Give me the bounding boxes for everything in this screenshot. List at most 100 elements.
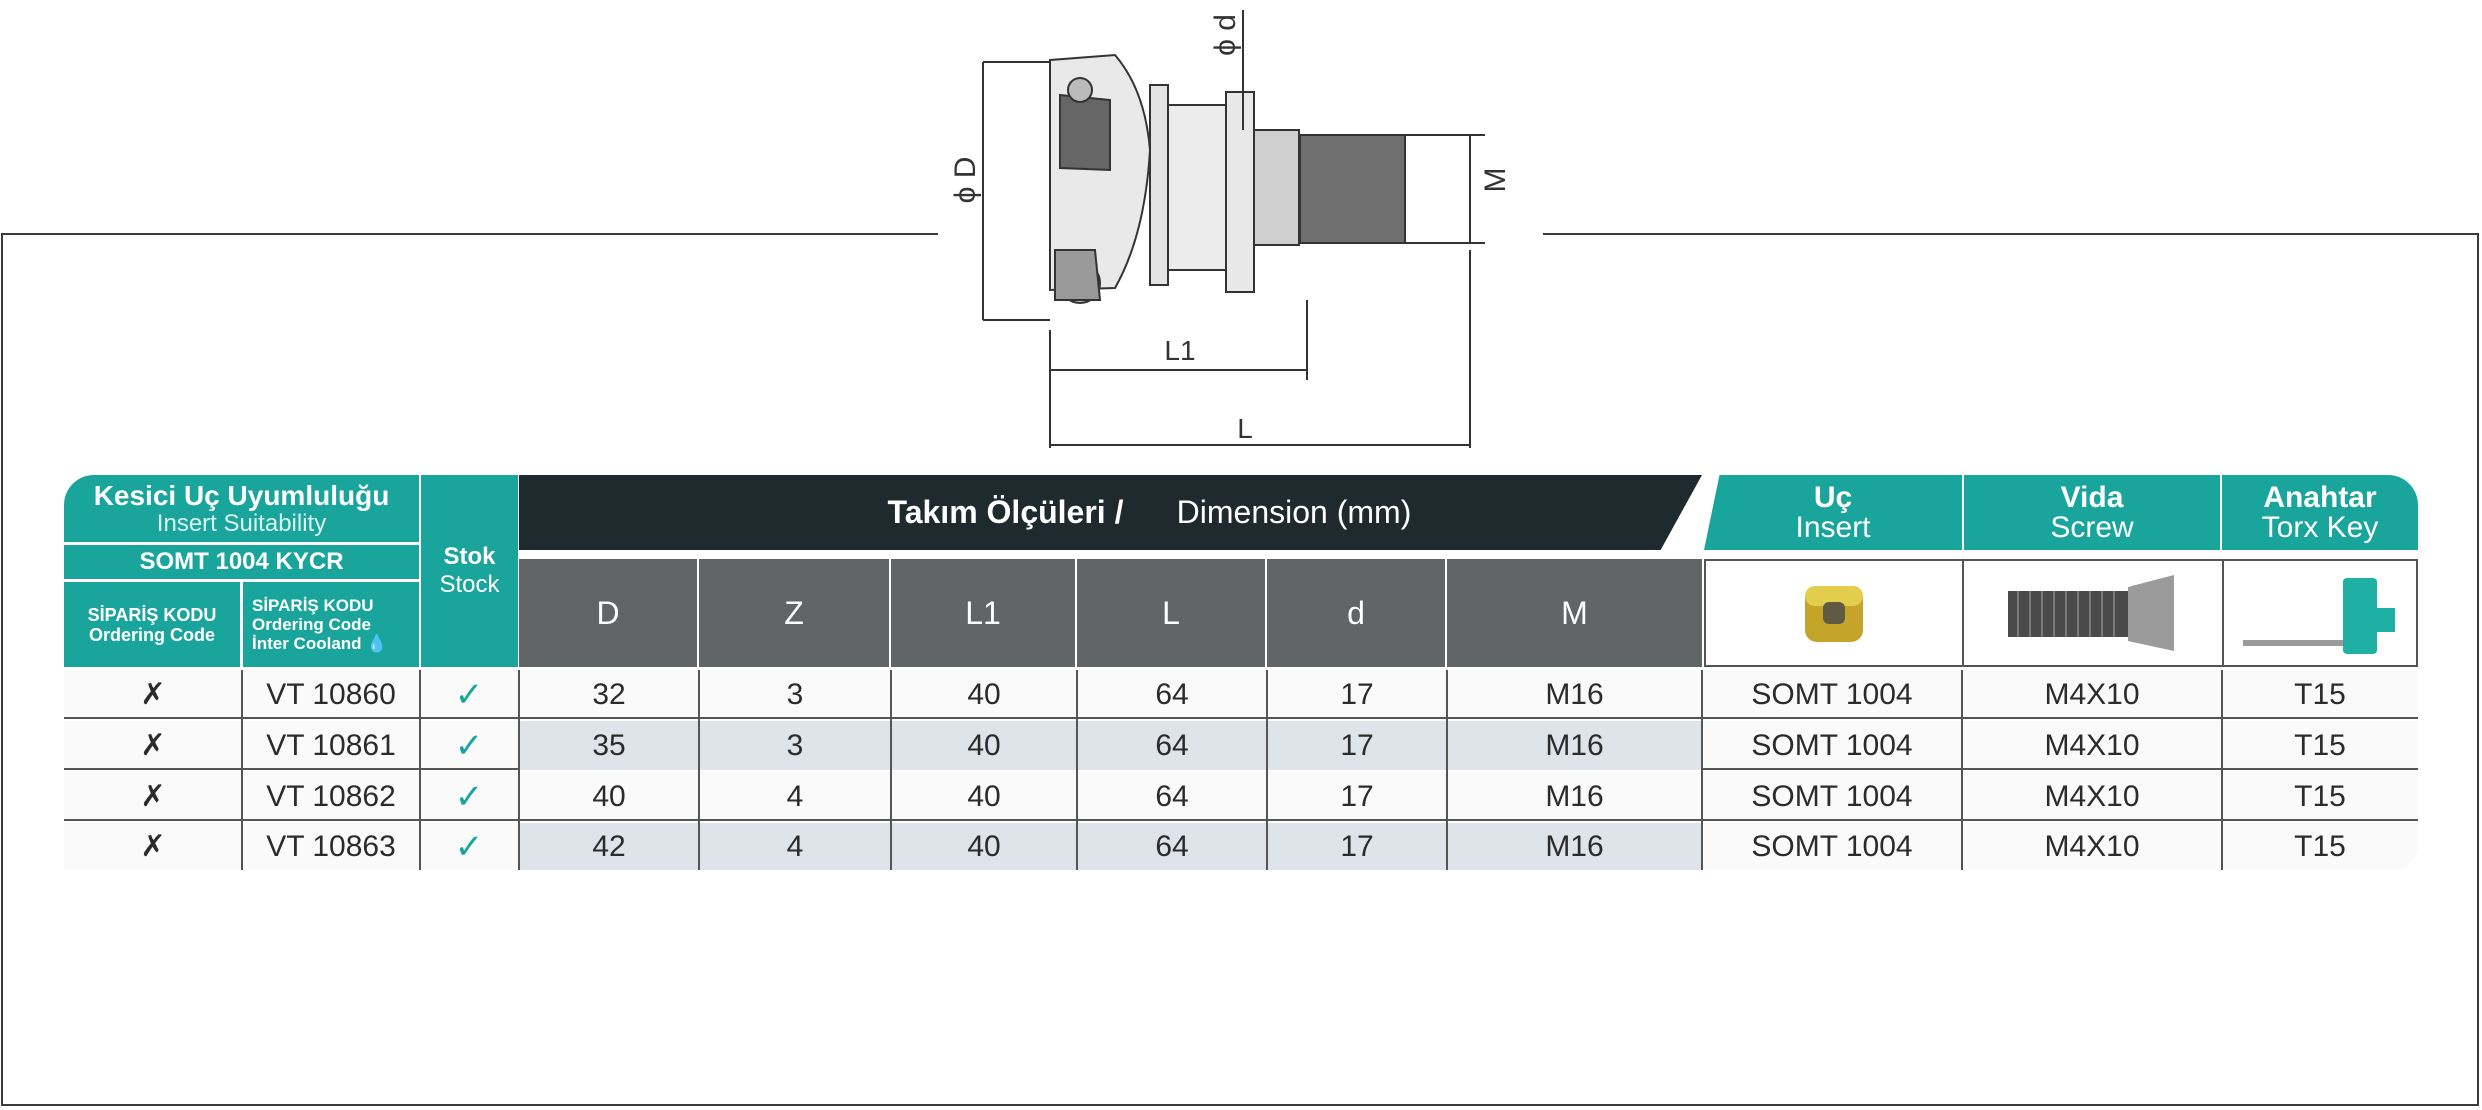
ordering-code-header: SİPARİŞ KODU Ordering Code [64,582,240,667]
inter-code-cell: VT 10862 [266,779,396,813]
torx-key-icon [2243,578,2395,654]
cell-L: 64 [1155,728,1189,762]
cell-M: M16 [1545,829,1604,863]
cell-key: T15 [2294,829,2346,863]
col-separator [698,670,700,870]
cell-D: 35 [592,728,626,762]
torx-en: Torx Key [2261,510,2379,544]
stock-header: Stok Stock [421,475,518,667]
cell-L1: 40 [967,728,1001,762]
insert-suitability-header: Kesici Uç Uyumluluğu Insert Suitability [64,475,419,542]
cell-insert: SOMT 1004 [1751,728,1913,762]
stock-check-icon: ✓ [454,675,484,714]
insert-icon [1805,586,1863,642]
dim-header-d: d [1267,559,1447,667]
stock-check-icon: ✓ [454,726,484,765]
table-row: ✗ VT 10860 ✓ 32 3 40 64 17 M16 SOMT 1004… [64,670,2418,719]
dim-header-D: D [519,559,699,667]
cell-insert: SOMT 1004 [1751,779,1913,813]
dimension-header: Takım Ölçüleri / [519,475,1702,550]
col-separator [1076,670,1078,870]
ordering-code-tr: SİPARİŞ KODU [87,604,217,625]
ordering-code-cell: ✗ [140,678,166,711]
cell-L1: 40 [967,779,1001,813]
label-D: ϕ D [949,157,982,204]
inter-code-cell: VT 10861 [266,728,396,762]
cell-D: 42 [592,829,626,863]
col-separator [518,670,520,870]
cell-screw: M4X10 [2044,779,2140,813]
cell-L: 64 [1155,829,1189,863]
stock-check-icon: ✓ [454,777,484,816]
label-L: L [1237,413,1253,444]
dim-zebra-band [519,721,1702,770]
inter-code-en: Ordering Code [252,615,372,634]
label-L1: L1 [1164,335,1195,366]
cell-M: M16 [1545,779,1604,813]
insert-header: Uç Insert [1704,475,1962,550]
inter-code-cell: VT 10863 [266,829,396,863]
insert-en: Insert [1795,510,1871,544]
inter-code-tr: SİPARİŞ KODU [252,596,374,615]
cell-D: 40 [592,779,626,813]
screw-header: Vida Screw [1964,475,2220,550]
stock-en: Stock [439,571,500,598]
cell-M: M16 [1545,677,1604,711]
cell-L: 64 [1155,779,1189,813]
stock-check-icon: ✓ [454,827,484,866]
cell-screw: M4X10 [2044,728,2140,762]
insert-tr: Uç [1813,480,1853,514]
cell-D: 32 [592,677,626,711]
dim-header-L: L [1077,559,1267,667]
torx-header: Anahtar Torx Key [2222,475,2418,550]
ordering-code-cell: ✗ [140,830,166,863]
cell-d: 17 [1340,829,1374,863]
dimension-en-wrap: Dimension (mm) [864,475,1464,550]
cell-d: 17 [1340,728,1374,762]
tool-drawing: ϕ D ϕ d M L1 L [949,10,1512,448]
cell-L: 64 [1155,677,1189,711]
ordering-code-cell: ✗ [140,729,166,762]
stock-tr: Stok [443,543,496,570]
label-M: M [1479,168,1512,193]
inter-cooland-header: SİPARİŞ KODU Ordering Code İnter Cooland… [243,582,419,667]
insert-suitability-title: Kesici Uç Uyumluluğu [93,479,390,511]
insert-picture-cell [1704,559,1962,667]
cell-screw: M4X10 [2044,677,2140,711]
col-separator [241,670,243,870]
dimension-en: Dimension (mm) [1176,494,1412,530]
torx-tr: Anahtar [2263,480,2377,514]
inter-code-cell: VT 10860 [266,677,396,711]
cell-L1: 40 [967,829,1001,863]
screw-tr: Vida [2060,480,2124,514]
cell-insert: SOMT 1004 [1751,677,1913,711]
col-separator [1961,670,1963,870]
table-row: ✗ VT 10861 ✓ 35 3 40 64 17 M16 SOMT 1004… [64,721,2418,770]
screw-picture-cell [1962,559,2222,667]
cell-key: T15 [2294,677,2346,711]
cell-L1: 40 [967,677,1001,711]
ordering-code-cell: ✗ [140,780,166,813]
col-separator [1701,670,1703,870]
screw-en: Screw [2050,510,2134,544]
insert-suitability-subtitle: Insert Suitability [156,509,327,537]
screw-icon [2008,575,2174,651]
cell-d: 17 [1340,779,1374,813]
cell-Z: 4 [786,779,804,813]
cell-M: M16 [1545,728,1604,762]
label-d: ϕ d [1209,14,1242,56]
col-separator [2221,670,2223,870]
torx-picture-cell [2222,559,2418,667]
dim-header-L1: L1 [891,559,1077,667]
cell-key: T15 [2294,728,2346,762]
cell-insert: SOMT 1004 [1751,829,1913,863]
product-table: Kesici Uç Uyumluluğu Insert Suitability … [64,475,2418,870]
table-row: ✗ VT 10862 ✓ 40 4 40 64 17 M16 SOMT 1004… [64,772,2418,821]
table-row: ✗ VT 10863 ✓ 42 4 40 64 17 M16 SOMT 1004… [64,823,2418,870]
col-separator [1266,670,1268,870]
cell-d: 17 [1340,677,1374,711]
dim-zebra-band [519,823,1702,870]
col-separator [1446,670,1448,870]
cell-Z: 3 [786,728,804,762]
insert-code: SOMT 1004 KYCR [64,545,419,579]
